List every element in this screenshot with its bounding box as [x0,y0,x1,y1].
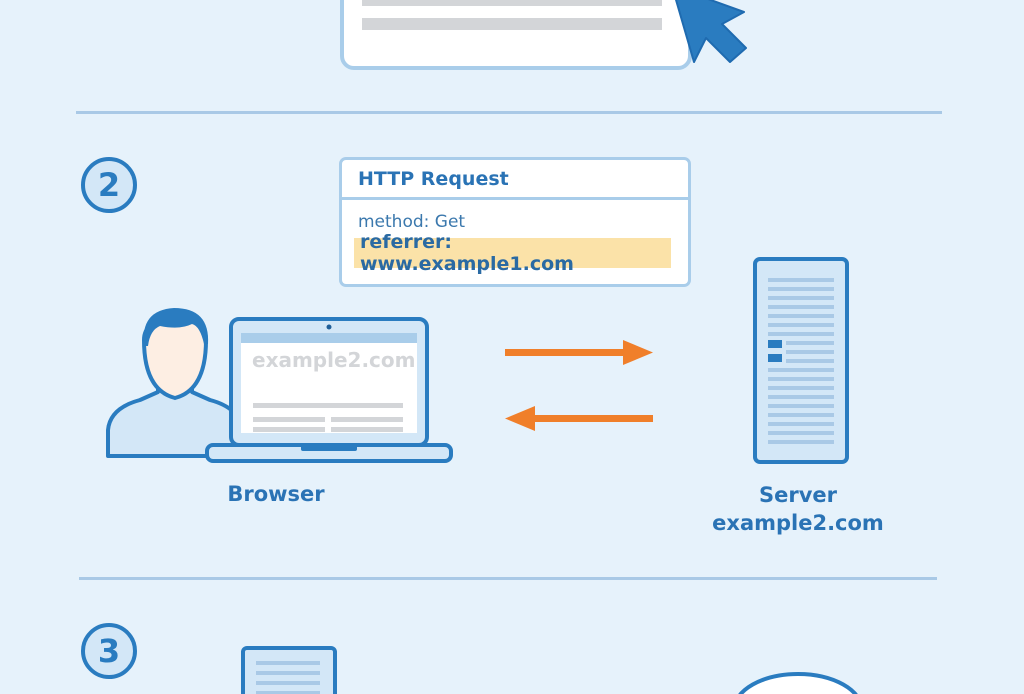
step-number-badge: 3 [81,623,137,679]
section-divider [79,577,937,580]
server-label: Server [758,483,837,507]
text-line-placeholder [362,18,662,30]
circle-icon [738,672,858,694]
http-request-title: HTTP Request [342,160,688,200]
step-number-badge: 2 [81,157,137,213]
http-method: method: Get [358,212,466,232]
request-arrow-right-icon [505,340,653,365]
http-referrer-highlight: referrer: www.example1.com [354,231,671,275]
laptop-icon [205,317,453,463]
server-domain: example2.com [712,511,884,535]
response-arrow-left-icon [505,406,653,431]
step-number: 2 [97,166,121,204]
http-request-box: HTTP Request method: Get referrer: www.e… [339,157,691,287]
webpage-card [340,0,692,70]
step-number: 3 [97,632,121,670]
document-icon [241,646,337,694]
laptop-screen-url: example2.com [252,348,416,372]
text-line-placeholder [362,0,662,6]
user-avatar-icon [106,308,244,458]
mouse-pointer-icon [675,0,747,63]
section-divider [76,111,942,114]
server-rack-icon [753,257,849,464]
browser-label: Browser [227,482,325,506]
